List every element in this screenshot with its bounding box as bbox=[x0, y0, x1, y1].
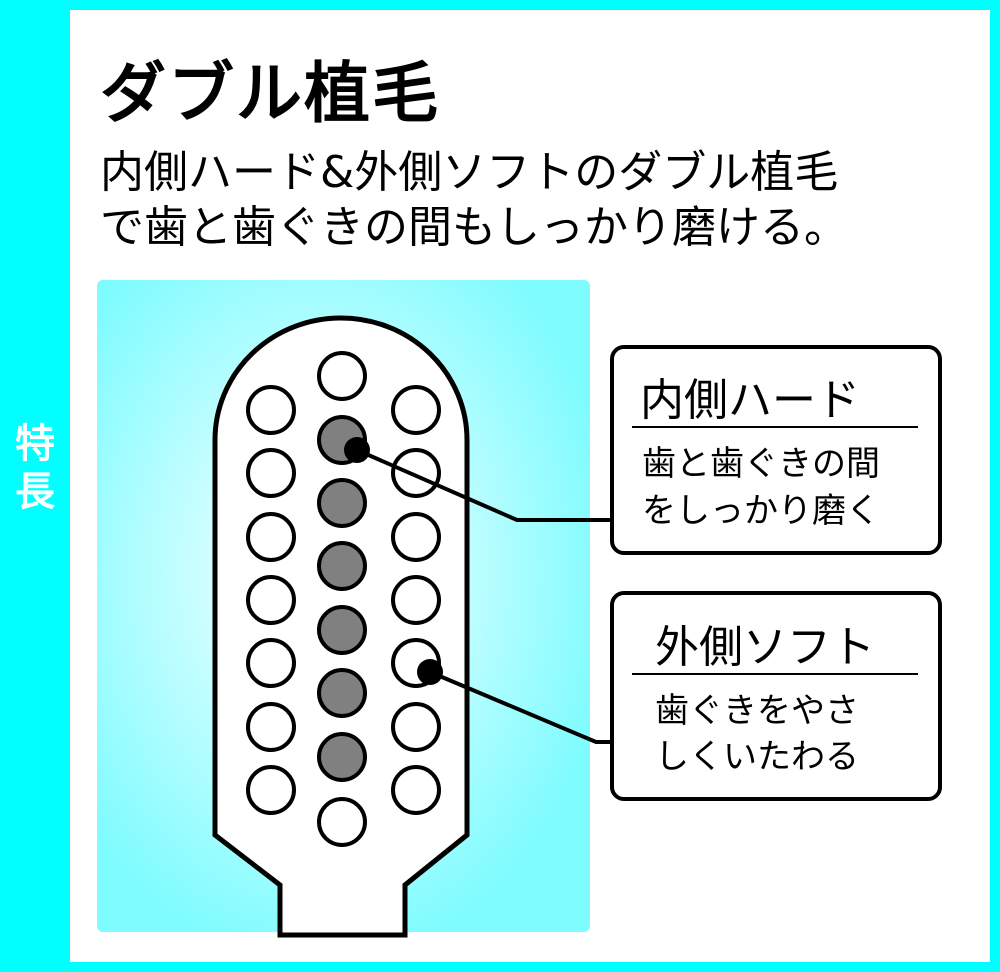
callout-soft: 外側ソフト 歯ぐきをやさ しくいたわる bbox=[610, 591, 942, 801]
soft-bristle-tuft bbox=[246, 765, 296, 815]
side-label-char: 特 bbox=[15, 421, 55, 467]
soft-bristle-tuft bbox=[246, 575, 296, 625]
side-label: 特 長 bbox=[0, 420, 70, 516]
description: 内側ハード&外側ソフトのダブル植毛 で歯と歯ぐきの間もしっかり磨ける。 bbox=[100, 145, 848, 255]
pointer-dot-hard bbox=[344, 437, 370, 463]
pointer-dot-soft bbox=[417, 659, 443, 685]
hard-bristle-tuft bbox=[317, 732, 367, 782]
leader-line-soft bbox=[429, 670, 612, 744]
soft-bristle-tuft bbox=[246, 512, 296, 562]
hard-bristle-tuft bbox=[317, 478, 367, 528]
soft-bristle-tuft bbox=[246, 448, 296, 498]
page-title: ダブル植毛 bbox=[100, 55, 440, 132]
description-line: で歯と歯ぐきの間もしっかり磨ける。 bbox=[100, 202, 848, 253]
soft-bristle-tuft bbox=[391, 702, 441, 752]
soft-bristle-tuft bbox=[391, 385, 441, 435]
callout-text: をしっかり磨く bbox=[642, 491, 880, 531]
callout-hard: 内側ハード 歯と歯ぐきの間 をしっかり磨く bbox=[610, 345, 942, 555]
callout-heading: 外側ソフト bbox=[655, 622, 875, 673]
soft-bristle-tuft bbox=[391, 448, 441, 498]
leader-line-hard bbox=[356, 448, 612, 522]
description-line: 内側ハード&外側ソフトのダブル植毛 bbox=[100, 147, 839, 198]
soft-bristle-tuft bbox=[246, 702, 296, 752]
soft-bristle-tuft bbox=[246, 385, 296, 435]
callout-heading: 内側ハード bbox=[640, 375, 860, 426]
soft-bristle-tuft bbox=[317, 797, 367, 847]
bristle-group bbox=[246, 351, 441, 847]
soft-bristle-tuft bbox=[246, 638, 296, 688]
soft-bristle-tuft bbox=[391, 575, 441, 625]
hard-bristle-tuft bbox=[317, 605, 367, 655]
side-label-char: 長 bbox=[15, 469, 55, 515]
hard-bristle-tuft bbox=[317, 541, 367, 591]
soft-bristle-tuft bbox=[391, 765, 441, 815]
callout-text: 歯ぐきをやさ bbox=[655, 691, 859, 731]
soft-bristle-tuft bbox=[391, 512, 441, 562]
callout-text: しくいたわる bbox=[655, 737, 859, 777]
soft-bristle-tuft bbox=[317, 351, 367, 401]
callout-text: 歯と歯ぐきの間 bbox=[642, 444, 880, 484]
hard-bristle-tuft bbox=[317, 668, 367, 718]
